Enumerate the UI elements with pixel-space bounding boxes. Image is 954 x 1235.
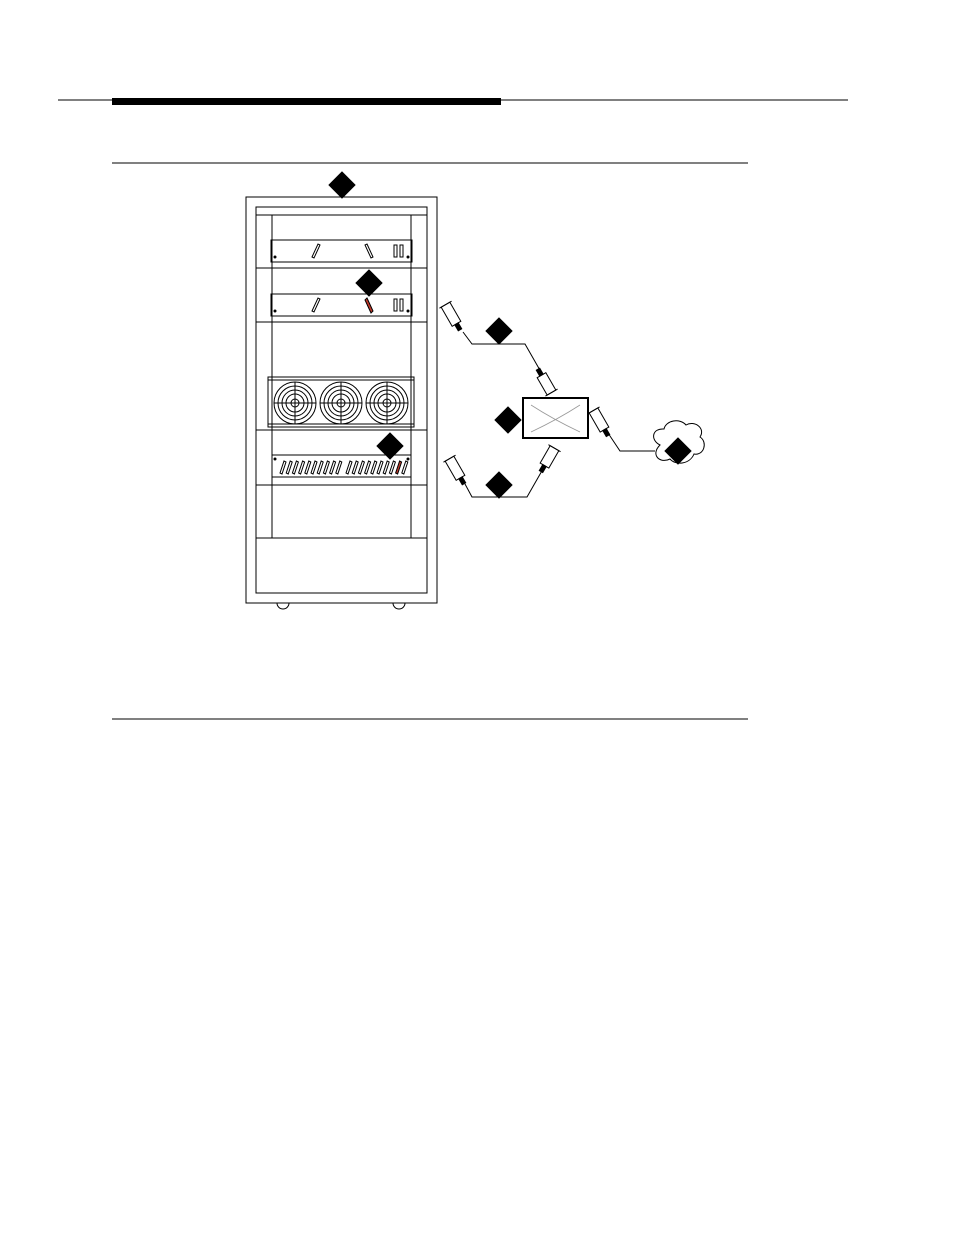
switch-box [523, 398, 588, 438]
circuit-pack-slot [305, 461, 311, 474]
header-rule-thick [112, 98, 501, 105]
circuit-pack-slot [292, 461, 298, 474]
callout-marker-cable-lower [486, 472, 512, 498]
lower-left-connector [443, 455, 470, 487]
connectors [439, 301, 614, 487]
circuit-pack-slot [336, 461, 342, 474]
upper-left-connector [439, 301, 466, 333]
circuit-pack-slot [402, 461, 408, 474]
callout-marker-switch-box [495, 407, 521, 433]
circuit-pack-slot [365, 461, 371, 474]
circuit-pack-slot [389, 461, 395, 474]
circuit-pack-slot [352, 461, 358, 474]
circuit-pack-slot [383, 461, 389, 474]
circuit-pack-slot [346, 461, 352, 474]
carrier-2 [271, 294, 412, 316]
left-wheel [277, 603, 289, 609]
cloud-cable [608, 433, 655, 451]
circuit-pack-slot [323, 461, 329, 474]
circuit-pack-slot [286, 461, 292, 474]
callout-marker-carrier-2-slot [356, 270, 382, 296]
circuit-pack-slot [330, 461, 336, 474]
fan-3 [366, 382, 408, 424]
upper-right-connector [532, 366, 558, 396]
fan-2 [320, 382, 362, 424]
cloud-connector [587, 407, 614, 439]
circuit-pack-slot [377, 461, 383, 474]
circuit-pack-slot [311, 461, 317, 474]
circuit-pack-slot [317, 461, 323, 474]
callout-marker-cabinet [329, 172, 355, 198]
circuit-pack-slot [396, 461, 402, 474]
carrier-1 [271, 240, 412, 262]
lower-right-connector [535, 445, 561, 475]
circuit-pack-slot [280, 461, 286, 474]
circuit-pack-slot [371, 461, 377, 474]
circuit-pack-slot [299, 461, 305, 474]
circuit-pack-slot [358, 461, 364, 474]
right-wheel [393, 603, 405, 609]
highlighted-latch [365, 298, 373, 313]
callout-marker-cable-upper [486, 318, 512, 344]
callout-markers [329, 172, 691, 498]
fan-1 [274, 382, 316, 424]
fan-assembly [268, 377, 414, 427]
